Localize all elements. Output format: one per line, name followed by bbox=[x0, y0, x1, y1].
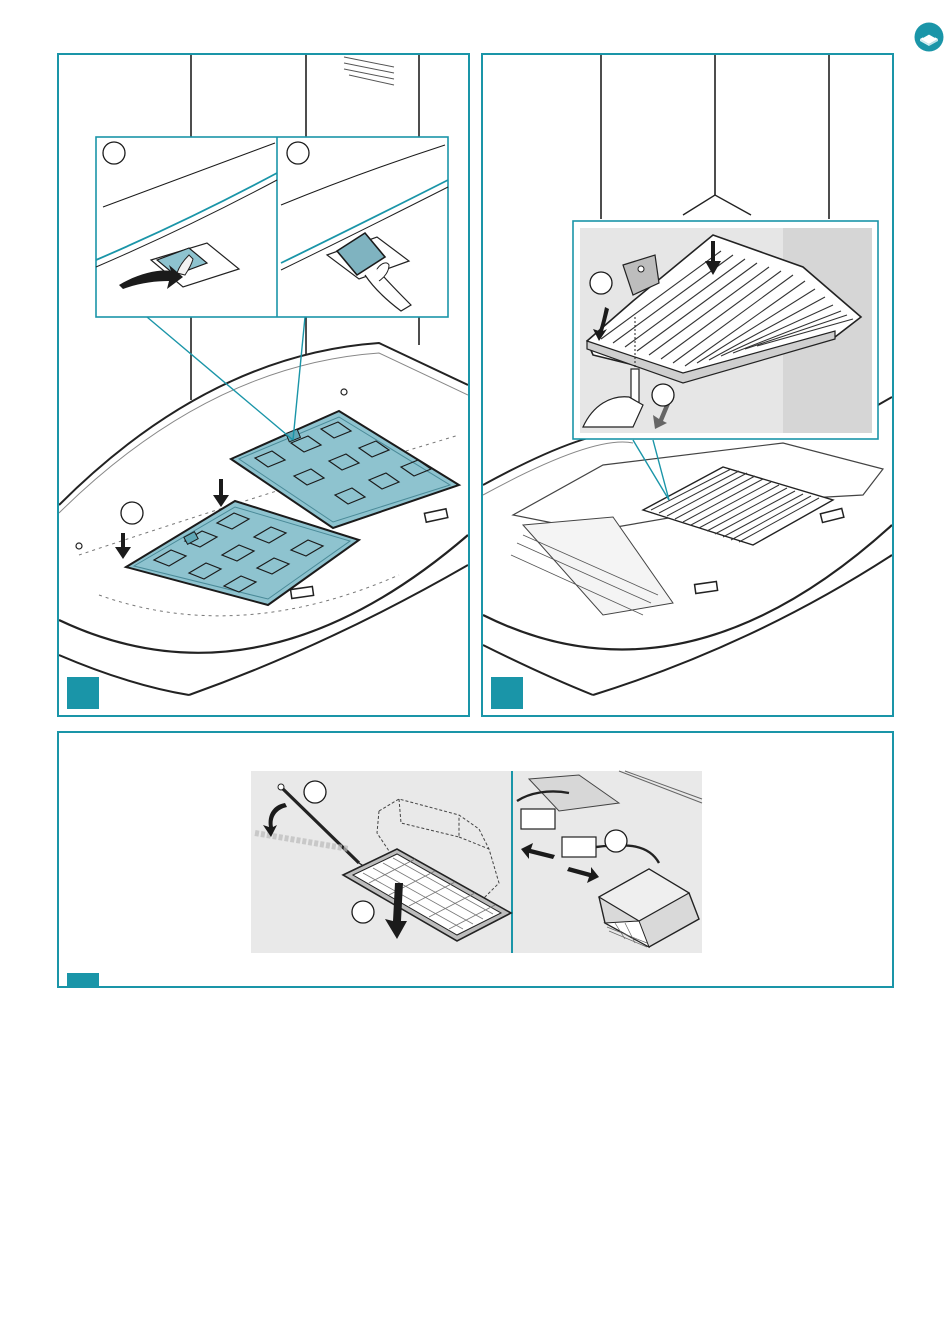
book-icon bbox=[914, 22, 944, 52]
figure-step-marker bbox=[67, 973, 99, 988]
step-number-circle bbox=[652, 384, 674, 406]
handle-slot bbox=[424, 509, 447, 522]
connector-socket bbox=[562, 837, 596, 857]
arrow-down-icon bbox=[213, 479, 229, 507]
step-number-circle bbox=[352, 901, 374, 923]
connector-plug bbox=[521, 809, 555, 829]
step-number-circle bbox=[304, 781, 326, 803]
inset-screw-detail bbox=[573, 221, 878, 439]
figure-panel-odour-filter bbox=[57, 731, 894, 988]
step-number-circle bbox=[590, 272, 612, 294]
grease-filter-illustration bbox=[59, 55, 468, 715]
figure-panel-grease-filters bbox=[57, 53, 470, 717]
figure-panel-mesh-filter bbox=[481, 53, 894, 717]
figure-step-marker bbox=[67, 677, 99, 709]
figure-step-marker bbox=[491, 677, 523, 709]
inset-latch-detail bbox=[96, 137, 448, 317]
step-number-circle bbox=[605, 830, 627, 852]
mesh-filter-illustration bbox=[483, 55, 892, 715]
screw bbox=[631, 369, 639, 403]
odour-filter-illustration bbox=[59, 733, 892, 986]
handle-slot bbox=[820, 508, 844, 522]
step-number-circle bbox=[103, 142, 125, 164]
step-number-circle bbox=[121, 502, 143, 524]
handle-slot bbox=[695, 582, 718, 594]
step-number-circle bbox=[287, 142, 309, 164]
arrow-down-icon bbox=[115, 533, 131, 559]
handle-slot bbox=[291, 587, 314, 599]
vent-grille bbox=[344, 57, 394, 85]
